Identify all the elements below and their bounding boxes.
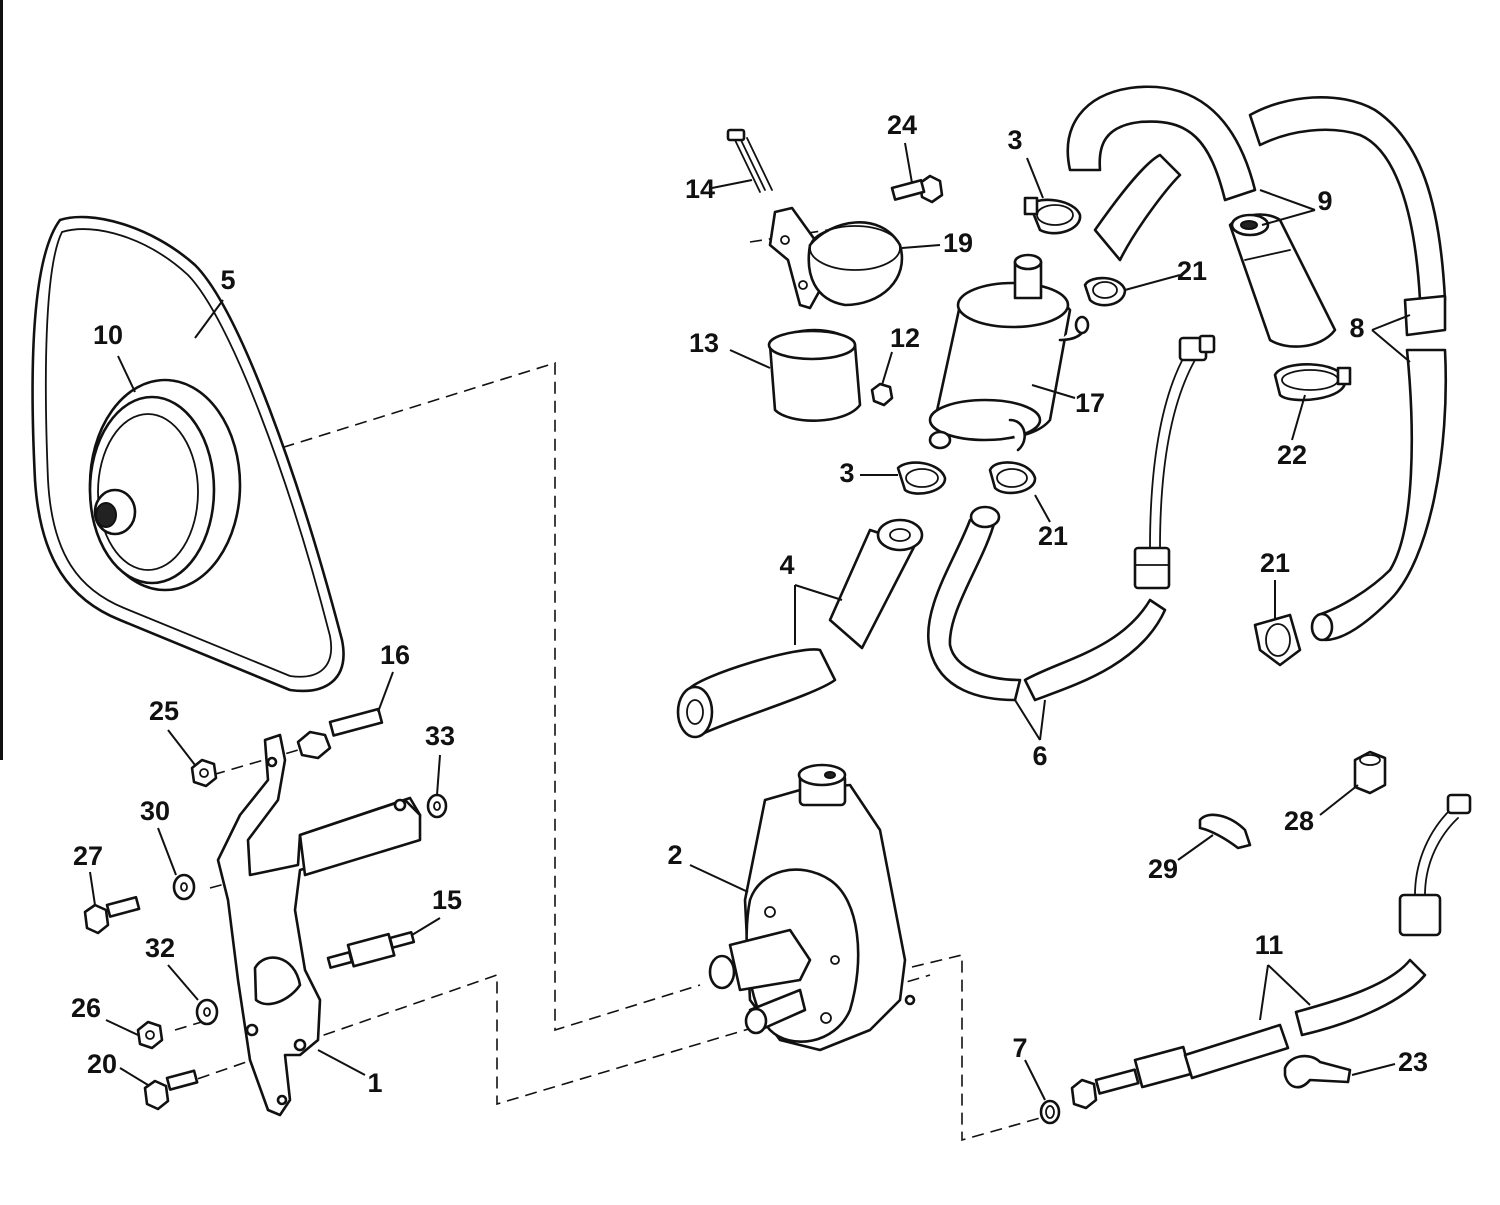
hose-clamps: [896, 196, 1352, 667]
leader-lines: [89, 142, 1411, 1101]
callout-21-top: 21: [1177, 256, 1207, 286]
callout-27: 27: [73, 841, 103, 871]
callout-10: 10: [93, 320, 123, 350]
callout-2: 2: [667, 840, 682, 870]
callout-4: 4: [779, 550, 794, 580]
callout-30: 30: [140, 796, 170, 826]
hose-6: [927, 334, 1216, 702]
pressure-line-11: [1070, 793, 1472, 1110]
callout-11: 11: [1255, 930, 1284, 960]
callout-28: 28: [1284, 806, 1314, 836]
callout-23: 23: [1398, 1047, 1428, 1077]
callout-13: 13: [689, 328, 719, 358]
callout-24: 24: [887, 110, 917, 140]
callout-32: 32: [145, 933, 175, 963]
callout-5: 5: [220, 265, 235, 295]
callout-19: 19: [943, 228, 973, 258]
callout-1: 1: [367, 1068, 382, 1098]
callout-3-mid: 3: [839, 458, 854, 488]
small-parts-right: [1039, 750, 1387, 1125]
callout-29: 29: [1148, 854, 1178, 884]
return-hoses-9: [1066, 85, 1447, 348]
callout-21-right: 21: [1260, 548, 1290, 578]
power-steering-pump: [708, 763, 916, 1052]
remote-reservoir: [928, 253, 1090, 452]
callout-22: 22: [1277, 440, 1307, 470]
callout-16: 16: [380, 640, 410, 670]
callout-33: 33: [425, 721, 455, 751]
callout-21-mid: 21: [1038, 521, 1068, 551]
callout-17: 17: [1075, 388, 1105, 418]
hose-4: [676, 518, 924, 739]
callout-14: 14: [685, 174, 715, 204]
callout-labels: 1 2 3 3 4 5 6 7 8 9 10 11 12 13 14 15 16…: [71, 110, 1428, 1098]
callout-3-top: 3: [1007, 125, 1022, 155]
pulley: [88, 378, 242, 592]
hose-8: [1310, 294, 1448, 642]
scan-edge: [0, 0, 3, 760]
callout-7: 7: [1012, 1033, 1027, 1063]
callout-8: 8: [1349, 313, 1364, 343]
callout-15: 15: [432, 885, 462, 915]
callout-12: 12: [890, 323, 920, 353]
callout-20: 20: [87, 1049, 117, 1079]
callout-26: 26: [71, 993, 101, 1023]
callout-6: 6: [1032, 741, 1047, 771]
callout-9: 9: [1317, 186, 1332, 216]
hardware-left: [83, 707, 448, 1111]
reservoir-clamp-group: [726, 128, 944, 422]
callout-25: 25: [149, 696, 179, 726]
mounting-bracket: [216, 733, 422, 1117]
